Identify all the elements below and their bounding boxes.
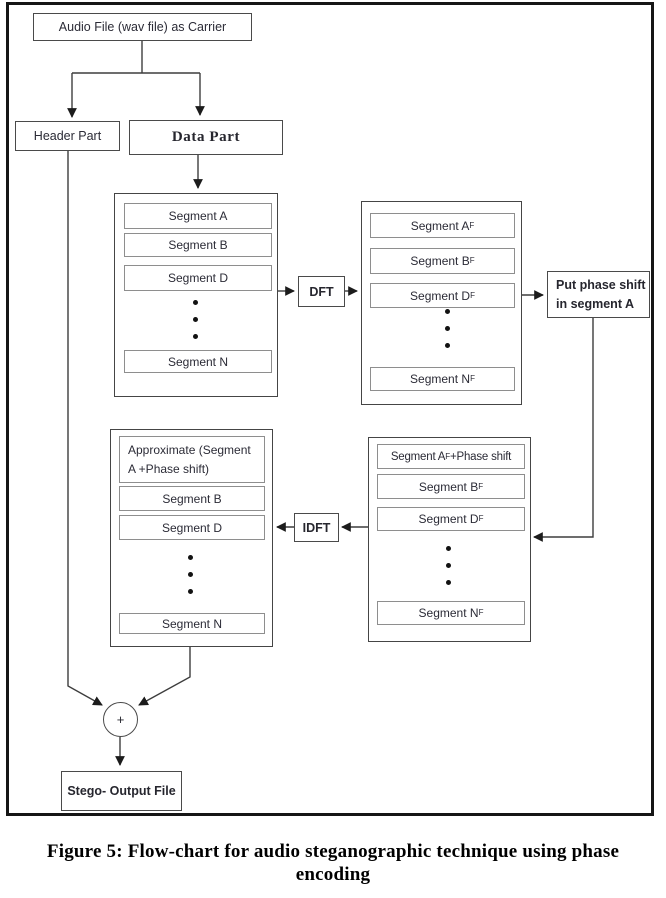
dft-box: DFT bbox=[298, 276, 345, 307]
segment-label: Segment D bbox=[418, 512, 479, 526]
segment-label: Segment N bbox=[167, 354, 229, 369]
segment-label: Segment B bbox=[162, 491, 222, 506]
vertical-ellipsis-dot bbox=[445, 309, 450, 314]
vertical-ellipsis-dot bbox=[446, 580, 451, 585]
segment-label: Segment N bbox=[161, 616, 223, 631]
segment-label: Segment A bbox=[390, 450, 446, 463]
segment-box: Segment B bbox=[124, 233, 272, 257]
vertical-ellipsis-dot bbox=[188, 589, 193, 594]
segment-label: Segment D bbox=[410, 288, 471, 303]
header-part-box: Header Part bbox=[15, 121, 120, 151]
approximate-segment-box: Approximate (Segment A +Phase shift) bbox=[119, 436, 265, 483]
arrow-approx-to-adder bbox=[138, 647, 191, 706]
vertical-ellipsis-dot bbox=[445, 326, 450, 331]
vertical-ellipsis-dot bbox=[446, 563, 451, 568]
segment-label: Segment N bbox=[418, 606, 479, 620]
segment-label: Approximate (Segment A +Phase shift) bbox=[128, 442, 251, 476]
data-part-box: Data Part bbox=[129, 120, 283, 155]
segment-label: Segment D bbox=[167, 271, 229, 285]
arrow-phase-to-shifted-segments bbox=[533, 318, 594, 542]
segments-container-idft-output: Approximate (Segment A +Phase shift) Seg… bbox=[110, 429, 273, 647]
segment-box: Segment N bbox=[119, 613, 265, 634]
segment-box: Segment D bbox=[124, 265, 272, 291]
diagram-frame bbox=[6, 2, 654, 816]
adder-circle: + bbox=[103, 702, 138, 737]
segment-box: Segment D bbox=[119, 515, 265, 540]
segment-label: Segment B bbox=[418, 479, 479, 494]
vertical-ellipsis-dot bbox=[193, 300, 198, 305]
put-phase-shift-box: Put phase shift in segment A bbox=[547, 271, 650, 318]
idft-box: IDFT bbox=[294, 513, 339, 542]
vertical-ellipsis-dot bbox=[445, 343, 450, 348]
segment-label: Segment A bbox=[410, 218, 470, 233]
vertical-ellipsis-dot bbox=[193, 334, 198, 339]
segment-post: +Phase shift bbox=[449, 450, 512, 463]
segment-label: Segment D bbox=[161, 520, 223, 535]
stego-output-box: Stego- Output File bbox=[61, 771, 182, 811]
segment-box: Segment A bbox=[124, 203, 272, 229]
vertical-ellipsis-dot bbox=[188, 572, 193, 577]
segments-container-dft-input: Segment A Segment B Segment D Segment N bbox=[114, 193, 278, 397]
segment-label: Segment B bbox=[168, 238, 228, 252]
figure-caption-line1: Figure 5: Flow-chart for audio steganogr… bbox=[46, 841, 620, 862]
segment-label: Segment N bbox=[410, 372, 471, 386]
vertical-ellipsis-dot bbox=[188, 555, 193, 560]
segment-label: Segment B bbox=[410, 254, 470, 268]
audio-carrier-box: Audio File (wav file) as Carrier bbox=[33, 13, 252, 41]
segment-label: Segment A bbox=[168, 209, 228, 223]
vertical-ellipsis-dot bbox=[446, 546, 451, 551]
arrow-header-to-adder bbox=[67, 151, 103, 706]
segment-box: Segment B bbox=[119, 486, 265, 511]
segment-box: Segment N bbox=[124, 350, 272, 373]
vertical-ellipsis-dot bbox=[193, 317, 198, 322]
figure-caption: Figure 5: Flow-chart for audio steganogr… bbox=[0, 840, 666, 886]
figure-caption-line2: encoding bbox=[295, 864, 371, 885]
